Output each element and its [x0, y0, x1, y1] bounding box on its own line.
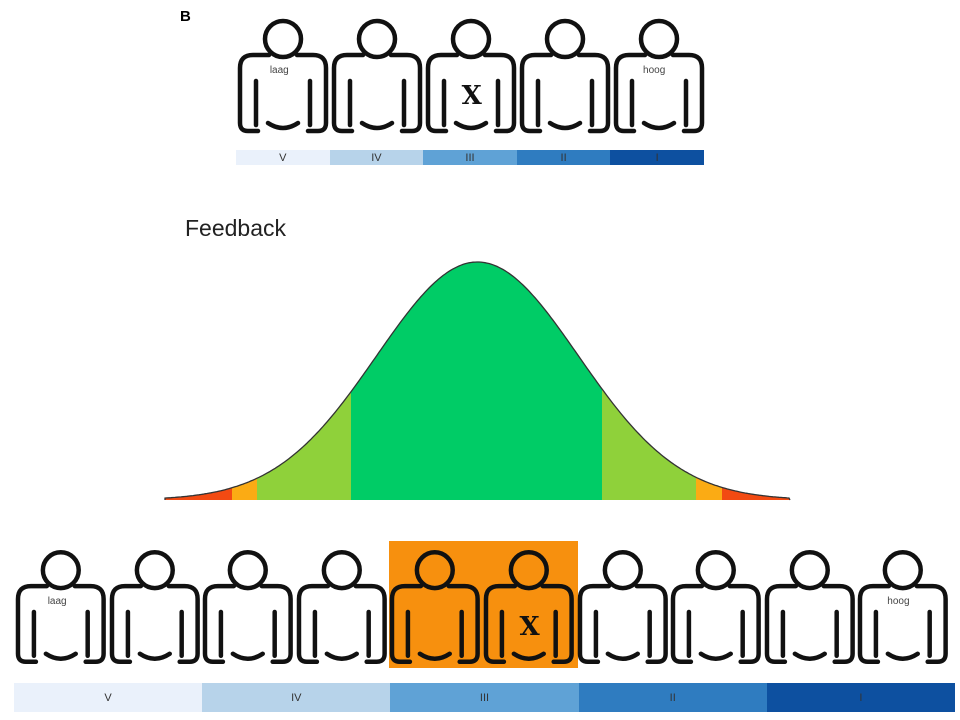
bell-segment [602, 262, 697, 500]
bell-segment [722, 262, 790, 500]
person-icon [482, 545, 576, 667]
person-icon [108, 545, 202, 667]
scale-level-ii: II [578, 683, 767, 712]
bell-segment [257, 262, 352, 500]
bell-segment [165, 262, 233, 500]
scale-level-v: V [14, 683, 203, 712]
person-icon [388, 545, 482, 667]
feedback-title: Feedback [185, 215, 287, 241]
scale-level-v: V [236, 150, 330, 165]
low-label: laag [47, 596, 67, 608]
scale-level-ii: II [516, 150, 611, 165]
scale-level-iii: III [423, 150, 517, 165]
low-label: laag [269, 65, 289, 77]
bottom-scale-bar: V IV III II I [14, 683, 956, 712]
bell-segment [232, 262, 258, 500]
scale-level-iii: III [390, 683, 579, 712]
bell-outline [164, 261, 791, 501]
panel-label: B [180, 8, 191, 25]
bell-segment [351, 262, 603, 500]
person-icon [576, 545, 670, 667]
high-label: hoog [643, 65, 666, 77]
person-icon [295, 545, 389, 667]
person-icon [201, 545, 295, 667]
scale-level-iv: IV [329, 150, 424, 165]
position-marker: X [519, 612, 540, 643]
person-icon [669, 545, 763, 667]
person-icon [763, 545, 857, 667]
bell-segment [696, 262, 723, 500]
bell-curve [164, 261, 791, 501]
scale-level-iv: IV [202, 683, 391, 712]
top-scale-bar: V IV III II I [236, 150, 704, 165]
high-label: hoog [887, 596, 910, 608]
scale-level-i: I [766, 683, 956, 712]
scale-level-i: I [610, 150, 704, 165]
position-marker: X [461, 81, 482, 111]
